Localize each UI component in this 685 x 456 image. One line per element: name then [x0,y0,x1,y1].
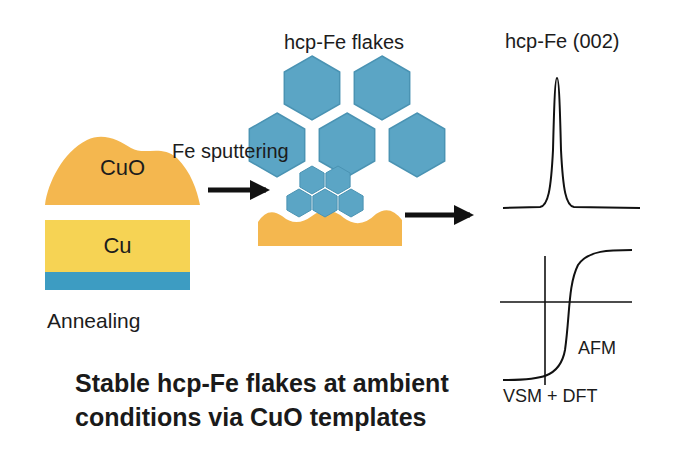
hexagon-flake [300,166,324,194]
layer-label: CuO [100,155,145,181]
cuo-template-surface [258,210,402,246]
hexagon-flake [326,166,350,194]
hexagon-flake [389,113,444,177]
plot-title: hcp-Fe (002) [505,30,620,53]
process-label: Annealing [47,309,140,333]
hexagon-flake [313,189,337,217]
diagram-title: Stable hcp-Fe flakes at ambient conditio… [75,366,495,434]
substrate-strip [45,272,190,290]
hexagon-flake [284,56,339,120]
plot-annotation: AFM [578,338,616,359]
process-label: Fe sputtering [172,140,289,163]
process-arrow [208,188,266,193]
process-arrow [405,213,470,218]
xrd-peak-curve [503,78,640,208]
method-label: VSM + DFT [503,386,598,407]
flake-heading: hcp-Fe flakes [284,31,404,54]
hexagon-flake [339,189,363,217]
cu-layer: Cu [45,220,190,272]
hexagon-flake [287,189,311,217]
hysteresis-curve [503,250,632,380]
plot-axis [544,256,546,385]
hexagon-flake [319,113,374,177]
layer-label: Cu [103,233,131,259]
hexagon-flake [354,56,409,120]
small-flakes [287,166,363,217]
plot-axis [500,301,632,303]
